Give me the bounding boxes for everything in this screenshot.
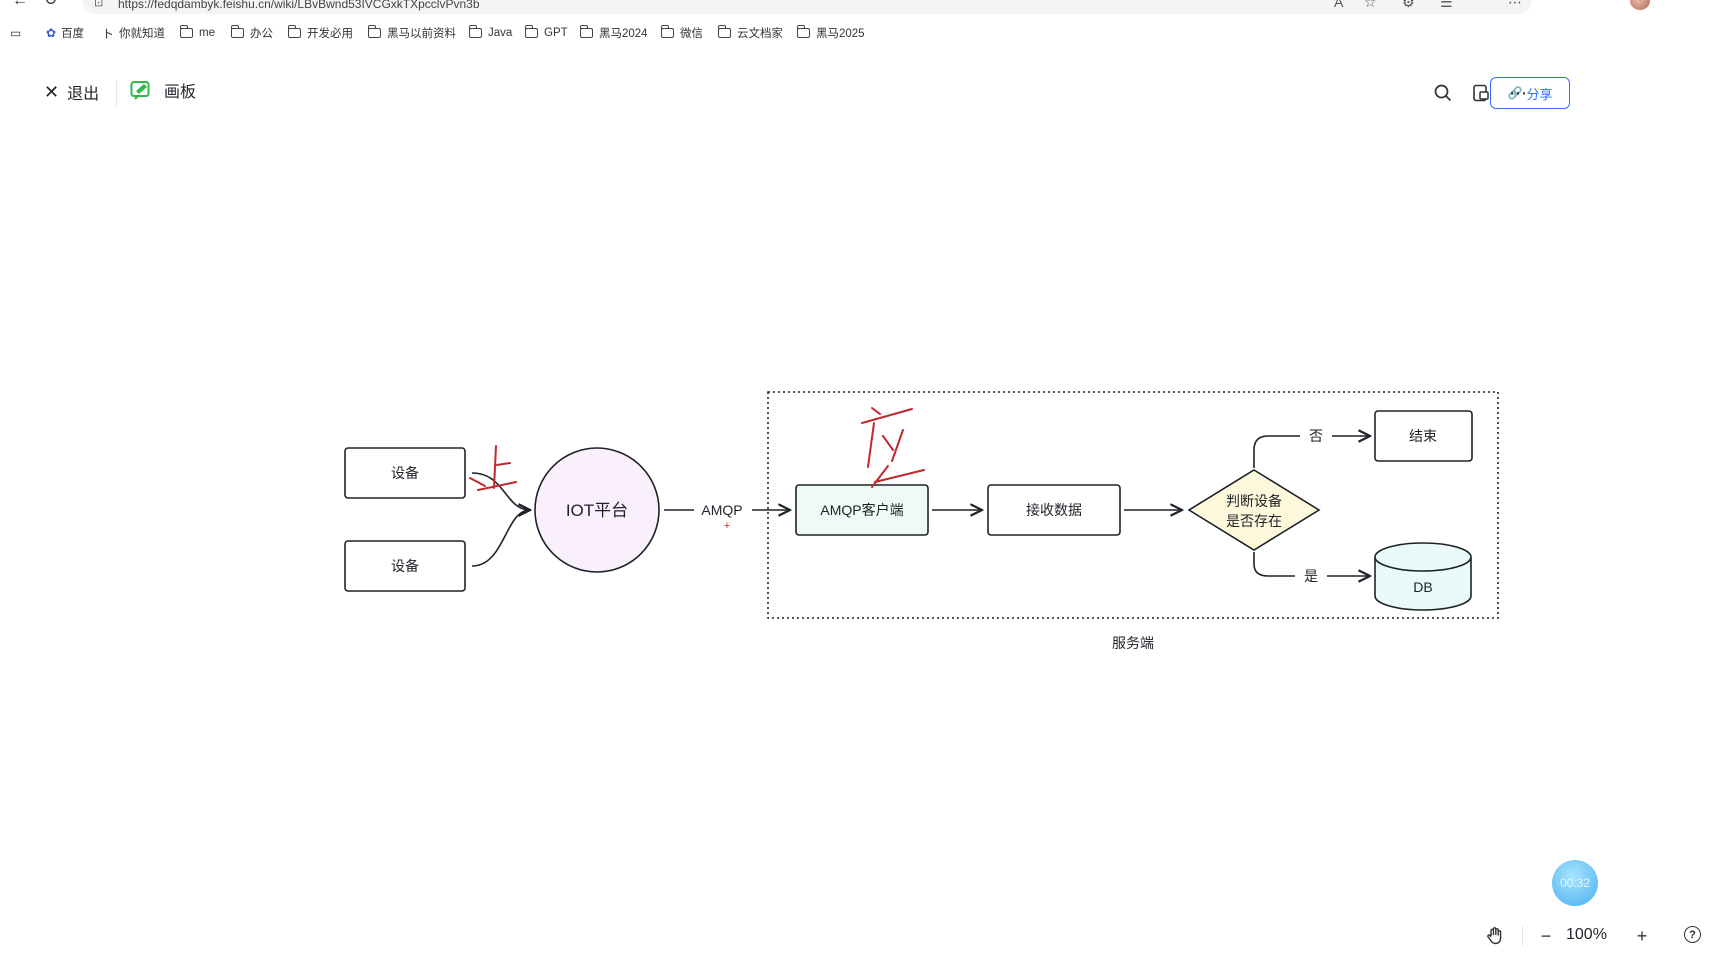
read-aloud-icon[interactable]: A xyxy=(1334,0,1344,10)
bookmark-folder[interactable]: 黑马以前资料 xyxy=(368,25,456,41)
folder-icon xyxy=(580,25,593,38)
zoom-in-icon[interactable]: + xyxy=(1636,925,1648,946)
zoom-level[interactable]: 100% xyxy=(1566,926,1607,943)
back-icon[interactable]: ← xyxy=(12,0,28,9)
handwriting-right-annotation xyxy=(861,407,925,488)
bookmark-folder[interactable]: Java xyxy=(469,25,512,41)
bookmark-folder[interactable]: GPT xyxy=(525,25,568,41)
paw-icon: ✿ xyxy=(46,26,57,40)
extensions-icon[interactable]: ⚙ xyxy=(1402,0,1415,10)
connector-yes-branch[interactable] xyxy=(1253,552,1295,577)
folder-icon xyxy=(661,25,674,38)
end-label: 结束 xyxy=(1409,428,1437,444)
board-label: 画板 xyxy=(164,84,197,101)
recording-timer-badge[interactable]: 00:32 xyxy=(1552,860,1598,906)
no-branch-label: 否 xyxy=(1309,428,1323,444)
folder-icon xyxy=(288,25,301,38)
decision-label-line2: 是否存在 xyxy=(1226,513,1282,529)
server-group-label: 服务端 xyxy=(1112,635,1154,651)
browser-menu-icon[interactable]: ⋯ xyxy=(1508,0,1522,10)
bookmarks-bar: ▭ ✿百度 ト你就知道 me 办公 开发必用 黑马以前资料 Java GPT 黑… xyxy=(0,18,1728,46)
exit-label: 退出 xyxy=(67,86,100,103)
board-toolbar: ✕ 退出 画板 🔗 分享 ⋯ xyxy=(0,66,1728,122)
decision-node[interactable] xyxy=(1187,469,1321,551)
device-node-bottom[interactable] xyxy=(344,540,466,592)
hand-pan-icon[interactable] xyxy=(1484,924,1506,948)
connector-no-branch[interactable] xyxy=(1253,435,1300,468)
amqp-client-label: AMQP客户端 xyxy=(820,502,903,518)
browser-url-bar: ← ↻ ⊡ https://fedqdambyk.feishu.cn/wiki/… xyxy=(0,0,1728,14)
iot-platform-label: IOT平台 xyxy=(566,501,628,520)
bookmark-folder[interactable]: 云文档家 xyxy=(718,25,783,41)
db-node[interactable] xyxy=(1374,542,1472,611)
reading-list-icon[interactable]: ▭ xyxy=(10,26,22,40)
bookmark-folder[interactable]: me xyxy=(180,25,215,41)
iot-platform-node[interactable] xyxy=(534,447,660,573)
share-label: 分享 xyxy=(1526,86,1553,102)
receive-data-label: 接收数据 xyxy=(1026,502,1082,518)
decision-label-line1: 判断设备 xyxy=(1226,493,1282,509)
exit-button[interactable]: ✕ 退出 xyxy=(44,80,99,104)
profile-avatar[interactable] xyxy=(1630,0,1650,10)
end-node[interactable] xyxy=(1374,410,1473,462)
folder-icon xyxy=(525,25,538,38)
help-icon[interactable]: ? xyxy=(1684,926,1701,943)
folder-icon xyxy=(180,25,193,38)
device-label-bottom: 设备 xyxy=(391,558,419,574)
document-icon[interactable] xyxy=(1468,80,1494,106)
more-icon[interactable]: ⋯ xyxy=(1509,82,1527,103)
address-bar[interactable] xyxy=(82,0,1532,14)
reload-icon[interactable]: ↻ xyxy=(44,0,58,9)
handwriting-left-annotation xyxy=(469,445,517,491)
folder-icon xyxy=(368,25,381,38)
close-icon: ✕ xyxy=(44,81,60,102)
whiteboard-canvas[interactable]: 服务端 设备 设备 IOT平台 AMQP + AMQP客户端 接收数据 判断设备… xyxy=(0,120,1728,972)
connector-device-bottom-to-iot[interactable] xyxy=(471,510,530,567)
toolbar-divider xyxy=(116,80,117,106)
bookmark-item[interactable]: ト你就知道 xyxy=(102,26,166,41)
folder-icon xyxy=(718,25,731,38)
device-node-top[interactable] xyxy=(344,447,466,499)
bookmark-folder[interactable]: 开发必用 xyxy=(288,25,353,41)
address-url: https://fedqdambyk.feishu.cn/wiki/LBvBwn… xyxy=(118,0,480,11)
letter-icon: ト xyxy=(102,26,115,41)
amqp-edge-label: AMQP xyxy=(701,502,742,518)
device-label-top: 设备 xyxy=(391,465,419,481)
zoom-out-icon[interactable]: − xyxy=(1540,925,1552,946)
db-label: DB xyxy=(1413,579,1432,595)
site-info-icon[interactable]: ⊡ xyxy=(94,0,104,9)
bookmark-folder[interactable]: 黑马2024 xyxy=(580,25,648,41)
whiteboard-icon xyxy=(130,81,150,100)
folder-icon xyxy=(469,25,482,38)
share-button[interactable]: 🔗 分享 xyxy=(1490,77,1570,109)
connector-device-top-to-iot[interactable] xyxy=(471,472,530,510)
server-group-box[interactable] xyxy=(767,391,1499,619)
flow-diagram: 服务端 设备 设备 IOT平台 AMQP + AMQP客户端 接收数据 判断设备… xyxy=(344,391,1499,651)
folder-icon xyxy=(231,25,244,38)
link-icon: 🔗 xyxy=(1507,86,1523,100)
receive-data-node[interactable] xyxy=(987,484,1121,536)
favorites-list-icon[interactable]: ☰ xyxy=(1440,0,1453,10)
bookmark-folder[interactable]: 微信 xyxy=(661,25,703,41)
bookmark-folder[interactable]: 办公 xyxy=(231,25,273,41)
yes-branch-label: 是 xyxy=(1304,568,1318,584)
amqp-client-node[interactable] xyxy=(795,484,929,536)
zoom-controls: − 100% + ? xyxy=(1474,918,1714,954)
bookmark-folder[interactable]: 黑马2025 xyxy=(797,25,865,41)
board-title: 画板 xyxy=(130,78,196,102)
cursor-plus-marker: + xyxy=(724,520,730,532)
zoom-divider xyxy=(1522,926,1523,946)
search-icon[interactable] xyxy=(1430,80,1456,106)
folder-icon xyxy=(797,25,810,38)
favorite-star-icon[interactable]: ☆ xyxy=(1364,0,1377,10)
bookmark-item[interactable]: ✿百度 xyxy=(46,26,85,40)
